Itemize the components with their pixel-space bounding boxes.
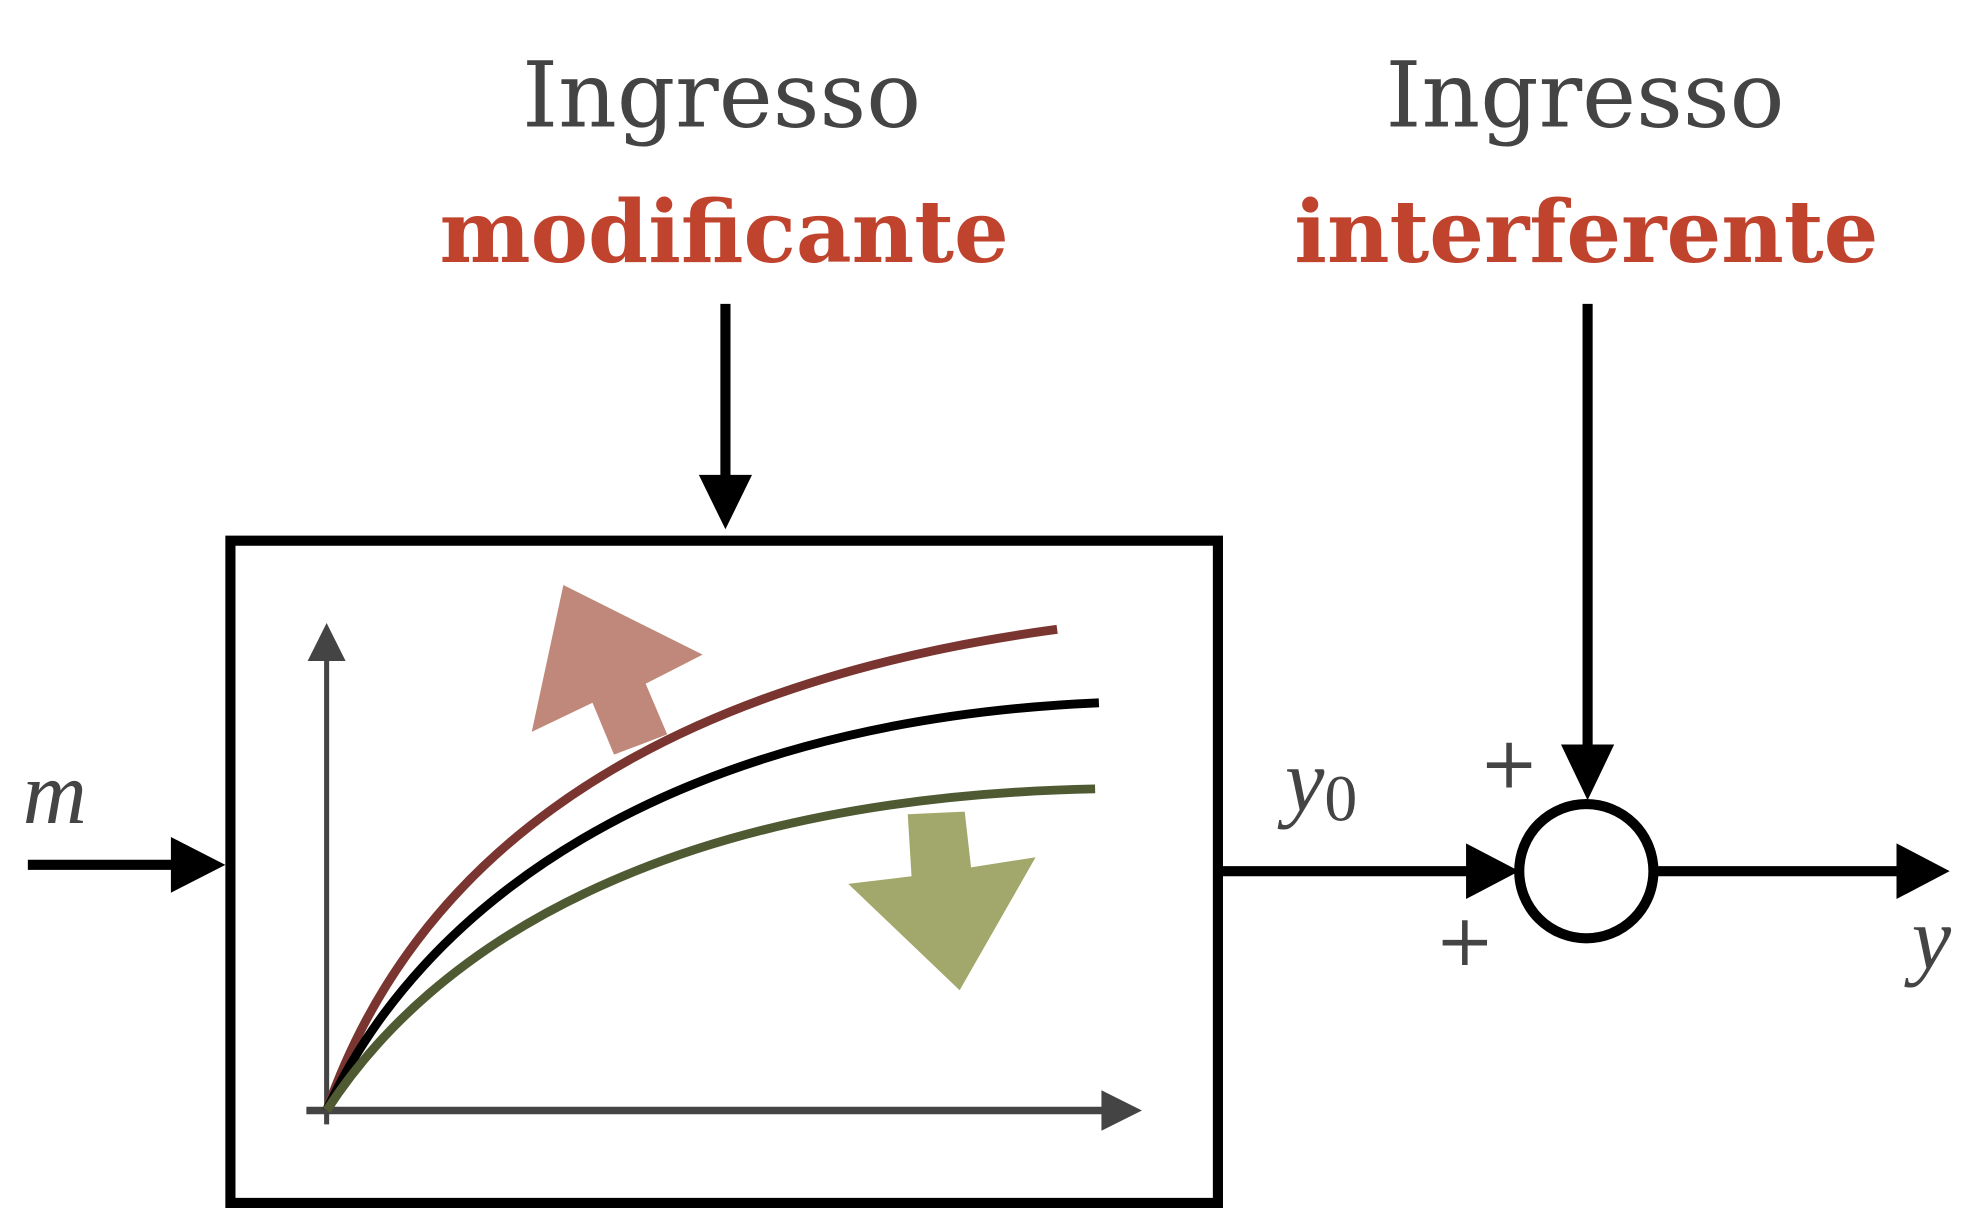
y-axis-arrowhead — [307, 622, 346, 661]
x-axis-arrowhead — [1101, 1090, 1142, 1131]
modifying-input-label-top: Ingresso — [522, 43, 921, 149]
curve-decreased-sensitivity — [322, 784, 1096, 1113]
system-block — [225, 535, 1223, 1208]
plus-sign-top: + — [1479, 722, 1538, 805]
modifying-input-arrow — [698, 303, 753, 530]
plus-sign-bottom: + — [1435, 899, 1494, 982]
interfering-input-label-top: Ingresso — [1386, 43, 1785, 149]
output-label-y: y — [1904, 891, 1952, 989]
intermediate-output-arrow — [1217, 843, 1520, 900]
summing-junction — [1514, 799, 1659, 944]
intermediate-output-label: y0 — [1277, 732, 1357, 835]
input-label-m: m — [23, 745, 87, 843]
y0-subscript: 0 — [1324, 763, 1357, 836]
interfering-input-label-bottom: interferente — [1294, 182, 1878, 283]
curve-nominal — [322, 698, 1100, 1113]
increase-arrow-icon — [531, 585, 703, 755]
curve-increased-sensitivity — [322, 624, 1058, 1112]
output-arrow — [1653, 843, 1950, 900]
input-arrow — [27, 836, 226, 893]
inner-graph — [306, 585, 1142, 1131]
decrease-arrow-icon — [848, 811, 1036, 991]
interfering-input-arrow — [1561, 303, 1615, 801]
y0-base: y — [1277, 732, 1325, 830]
modifying-input-label-bottom: modificante — [440, 182, 1009, 283]
